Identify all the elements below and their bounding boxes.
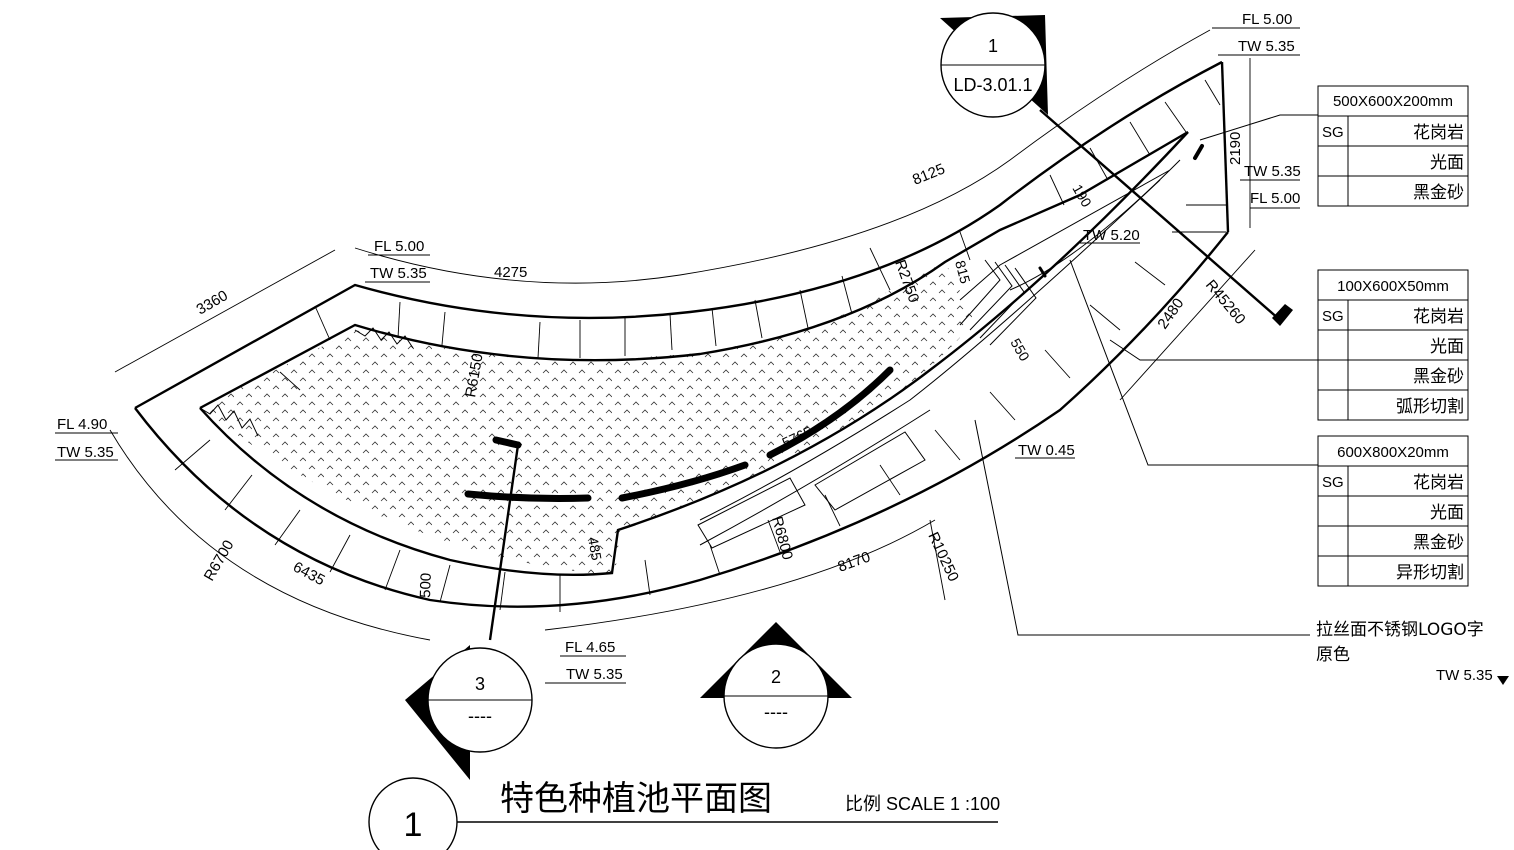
table-3-color: 黑金砂 <box>1413 533 1464 553</box>
dim-r45260: R45260 <box>1202 277 1249 328</box>
dim-2190: 2190 <box>1227 132 1244 165</box>
table-1-finish: 光面 <box>1430 153 1464 173</box>
outer-wall-bottom <box>134 231 1229 608</box>
seat-rect-2 <box>697 477 806 549</box>
dim-4275: 4275 <box>494 264 527 281</box>
table-2-finish: 光面 <box>1430 337 1464 357</box>
material-table-1 <box>1317 85 1469 207</box>
inner-wall-mid-2 <box>699 179 1161 546</box>
section-marker-2: 2 ---- <box>700 622 852 749</box>
table-3-cut: 异形切割 <box>1396 563 1464 583</box>
level-tw-535-right: TW 5.35 <box>1244 163 1301 180</box>
leader-lines <box>974 114 1318 636</box>
section-line-3 <box>488 444 520 641</box>
dim-500: 500 <box>417 573 435 599</box>
dim-485: 485 <box>585 536 605 562</box>
dim-3360: 3360 <box>194 287 231 318</box>
material-table-3 <box>1317 435 1469 587</box>
dim-190: 190 <box>1069 182 1095 210</box>
title-block: 1 特色种植池平面图 比例 SCALE 1 :100 <box>368 777 1000 850</box>
table-2-cut: 弧形切割 <box>1396 397 1464 417</box>
level-fl-500-top: FL 5.00 <box>1242 11 1292 28</box>
level-tw-535-west: TW 5.35 <box>57 444 114 461</box>
table-1-code: SG <box>1322 124 1344 141</box>
drawing-title: 特色种植池平面图 <box>500 779 772 819</box>
marker-1-number: 1 <box>988 36 998 56</box>
level-tw-535-left: TW 5.35 <box>370 265 427 282</box>
table-3-material: 花岗岩 <box>1413 473 1464 493</box>
level-underlines <box>55 27 1300 684</box>
dim-r6700: R6700 <box>201 537 238 584</box>
table-1-material: 花岗岩 <box>1413 123 1464 143</box>
table-3-code: SG <box>1322 474 1344 491</box>
level-fl-465: FL 4.65 <box>565 639 615 656</box>
level-fl-500-right: FL 5.00 <box>1250 190 1300 207</box>
planting-area <box>200 262 975 575</box>
level-tw-520: TW 5.20 <box>1083 227 1140 244</box>
table-1-color: 黑金砂 <box>1413 183 1464 203</box>
marker-2-number: 2 <box>771 667 781 687</box>
dim-8125: 8125 <box>910 160 947 188</box>
table-2-material: 花岗岩 <box>1413 307 1464 327</box>
dim-r10250: R10250 <box>924 530 962 585</box>
outer-wall-top <box>134 60 1223 410</box>
table-3-size: 600X800X20mm <box>1337 444 1449 461</box>
inner-wall-top <box>199 130 1189 410</box>
table-3-finish: 光面 <box>1430 503 1464 523</box>
marker-3-number: 3 <box>475 674 485 694</box>
level-marker-triangle <box>1497 676 1509 685</box>
stepped-seat <box>959 259 1037 346</box>
drawing-scale: 比例 SCALE 1 :100 <box>845 794 1000 814</box>
marker-2-sheet: ---- <box>764 702 788 722</box>
section-marker-1: 1 LD-3.01.1 <box>940 12 1048 118</box>
level-tw-535-bottom: TW 5.35 <box>566 666 623 683</box>
marker-3-sheet: ---- <box>468 706 492 726</box>
marker-1-sheet: LD-3.01.1 <box>953 75 1032 95</box>
logo-letters <box>464 144 1204 502</box>
dim-2480: 2480 <box>1154 295 1187 332</box>
dim-815: 815 <box>952 259 974 286</box>
section-end-1 <box>1272 304 1293 326</box>
inner-wall-mid-1 <box>959 159 1181 301</box>
dim-8170: 8170 <box>836 548 873 575</box>
logo-note-line2: 原色 <box>1316 645 1350 665</box>
level-fl-490: FL 4.90 <box>57 416 107 433</box>
section-marker-3: 3 ---- <box>405 645 533 780</box>
paving-joints <box>174 79 1226 612</box>
title-number: 1 <box>404 806 423 844</box>
level-tw-045: TW 0.45 <box>1018 442 1075 459</box>
logo-note-line1: 拉丝面不锈钢LOGO字 <box>1316 620 1484 640</box>
outer-wall-east <box>1220 61 1230 233</box>
dim-r6800: R6800 <box>768 515 796 562</box>
level-tw-535-corner: TW 5.35 <box>1436 667 1493 684</box>
dim-550: 550 <box>1007 336 1033 364</box>
table-2-color: 黑金砂 <box>1413 367 1464 387</box>
level-tw-535-top: TW 5.35 <box>1238 38 1295 55</box>
section-line-1 <box>1039 109 1281 321</box>
table-2-size: 100X600X50mm <box>1337 278 1449 295</box>
table-1-size: 500X600X200mm <box>1333 93 1453 110</box>
table-2-code: SG <box>1322 308 1344 325</box>
material-table-2 <box>1317 269 1469 421</box>
level-fl-500-left: FL 5.00 <box>374 238 424 255</box>
dimension-lines <box>109 29 1256 641</box>
